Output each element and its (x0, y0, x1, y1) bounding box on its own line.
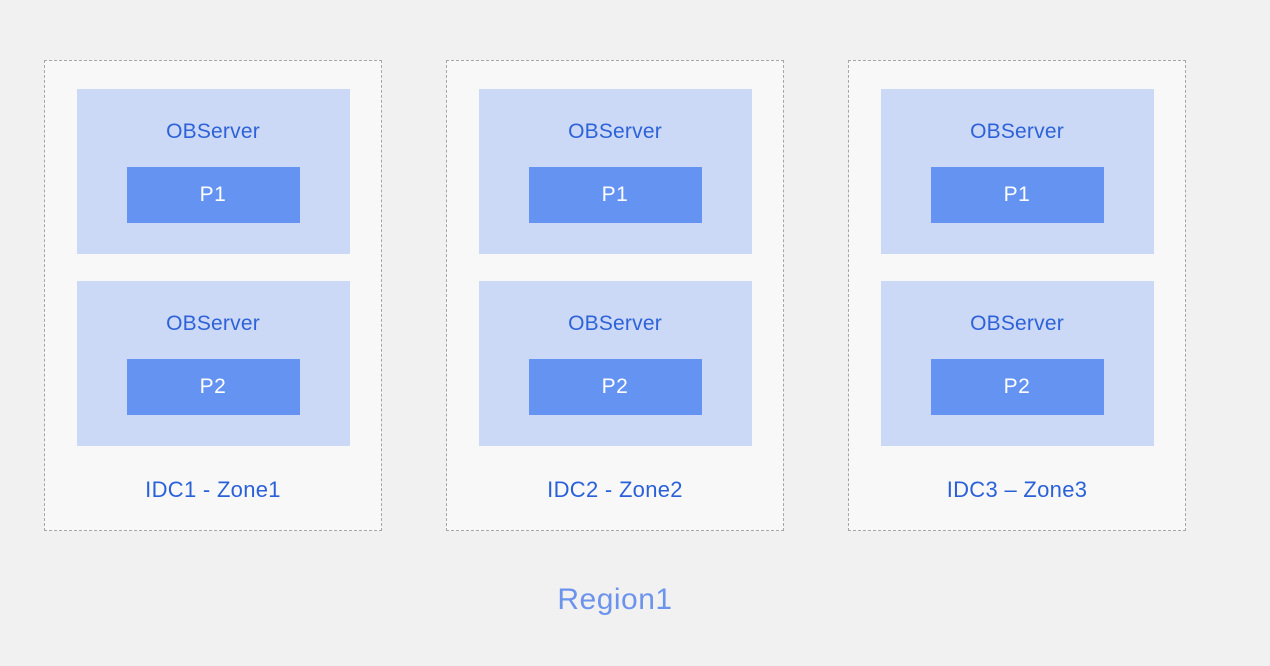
server-box: OBServer P2 (880, 281, 1154, 446)
server-box: OBServer P1 (76, 89, 350, 254)
zones-row: OBServer P1 OBServer P2 IDC1 - Zone1 OBS… (44, 60, 1186, 531)
region-label: Region1 (557, 583, 673, 616)
server-title: OBServer (166, 120, 260, 143)
partition-badge: P1 (528, 167, 702, 223)
partition-badge: P2 (126, 359, 300, 415)
server-title: OBServer (970, 120, 1064, 143)
server-box: OBServer P1 (478, 89, 752, 254)
partition-badge: P2 (930, 359, 1104, 415)
server-title: OBServer (166, 312, 260, 335)
zone-label: IDC1 - Zone1 (145, 477, 281, 502)
zone-idc3: OBServer P1 OBServer P2 IDC3 – Zone3 (848, 60, 1186, 531)
zone-idc1: OBServer P1 OBServer P2 IDC1 - Zone1 (44, 60, 382, 531)
server-box: OBServer P2 (478, 281, 752, 446)
partition-badge: P1 (930, 167, 1104, 223)
server-box: OBServer P2 (76, 281, 350, 446)
zone-idc2: OBServer P1 OBServer P2 IDC2 - Zone2 (446, 60, 784, 531)
server-box: OBServer P1 (880, 89, 1154, 254)
zone-label: IDC2 - Zone2 (547, 477, 683, 502)
zone-label: IDC3 – Zone3 (946, 477, 1088, 502)
region-diagram: OBServer P1 OBServer P2 IDC1 - Zone1 OBS… (44, 0, 1186, 619)
partition-badge: P2 (528, 359, 702, 415)
server-title: OBServer (568, 120, 662, 143)
server-title: OBServer (970, 312, 1064, 335)
server-title: OBServer (568, 312, 662, 335)
partition-badge: P1 (126, 167, 300, 223)
